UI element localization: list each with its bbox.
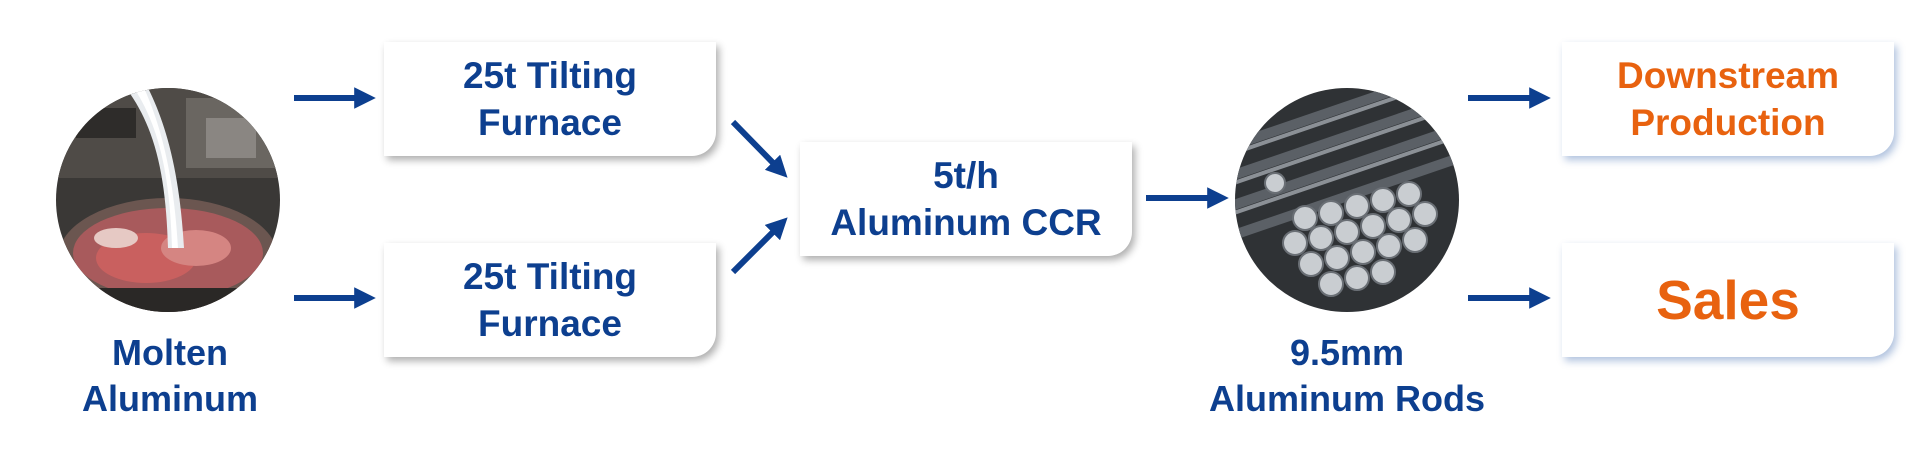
aluminum-ccr-line1: 5t/h (933, 155, 999, 196)
molten-aluminum-label-line2: Aluminum (82, 378, 258, 419)
aluminum-rods-label: 9.5mm Aluminum Rods (1175, 330, 1519, 422)
downstream-production-line2: Production (1630, 102, 1826, 143)
sales-box: Sales (1562, 243, 1894, 357)
molten-aluminum-photo (56, 88, 280, 312)
tilting-furnace-top-box: 25t Tilting Furnace (384, 42, 716, 156)
aluminum-rods-illustration (1235, 88, 1459, 312)
tilting-furnace-top-line2: Furnace (478, 102, 622, 143)
arrow-furnace-top-to-ccr (730, 119, 788, 178)
molten-aluminum-illustration (56, 88, 280, 312)
aluminum-rods-photo (1235, 88, 1459, 312)
aluminum-rods-label-line2: Aluminum Rods (1209, 378, 1485, 419)
molten-aluminum-label: Molten Aluminum (40, 330, 300, 422)
arrow-furnace-bottom-to-ccr (730, 217, 788, 275)
tilting-furnace-bottom-line1: 25t Tilting (462, 256, 638, 297)
tilting-furnace-bottom-box: 25t Tilting Furnace (384, 243, 716, 357)
sales-label: Sales (1656, 268, 1800, 331)
aluminum-ccr-line2: Aluminum CCR (830, 202, 1102, 243)
aluminum-ccr-box: 5t/h Aluminum CCR (800, 142, 1132, 256)
aluminum-rods-label-line1: 9.5mm (1289, 332, 1405, 373)
molten-aluminum-label-line1: Molten (112, 332, 228, 373)
downstream-production-box: Downstream Production (1562, 42, 1894, 156)
tilting-furnace-top-line1: 25t Tilting (462, 55, 638, 96)
tilting-furnace-bottom-line2: Furnace (478, 303, 622, 344)
downstream-production-line1: Downstream (1616, 55, 1840, 96)
